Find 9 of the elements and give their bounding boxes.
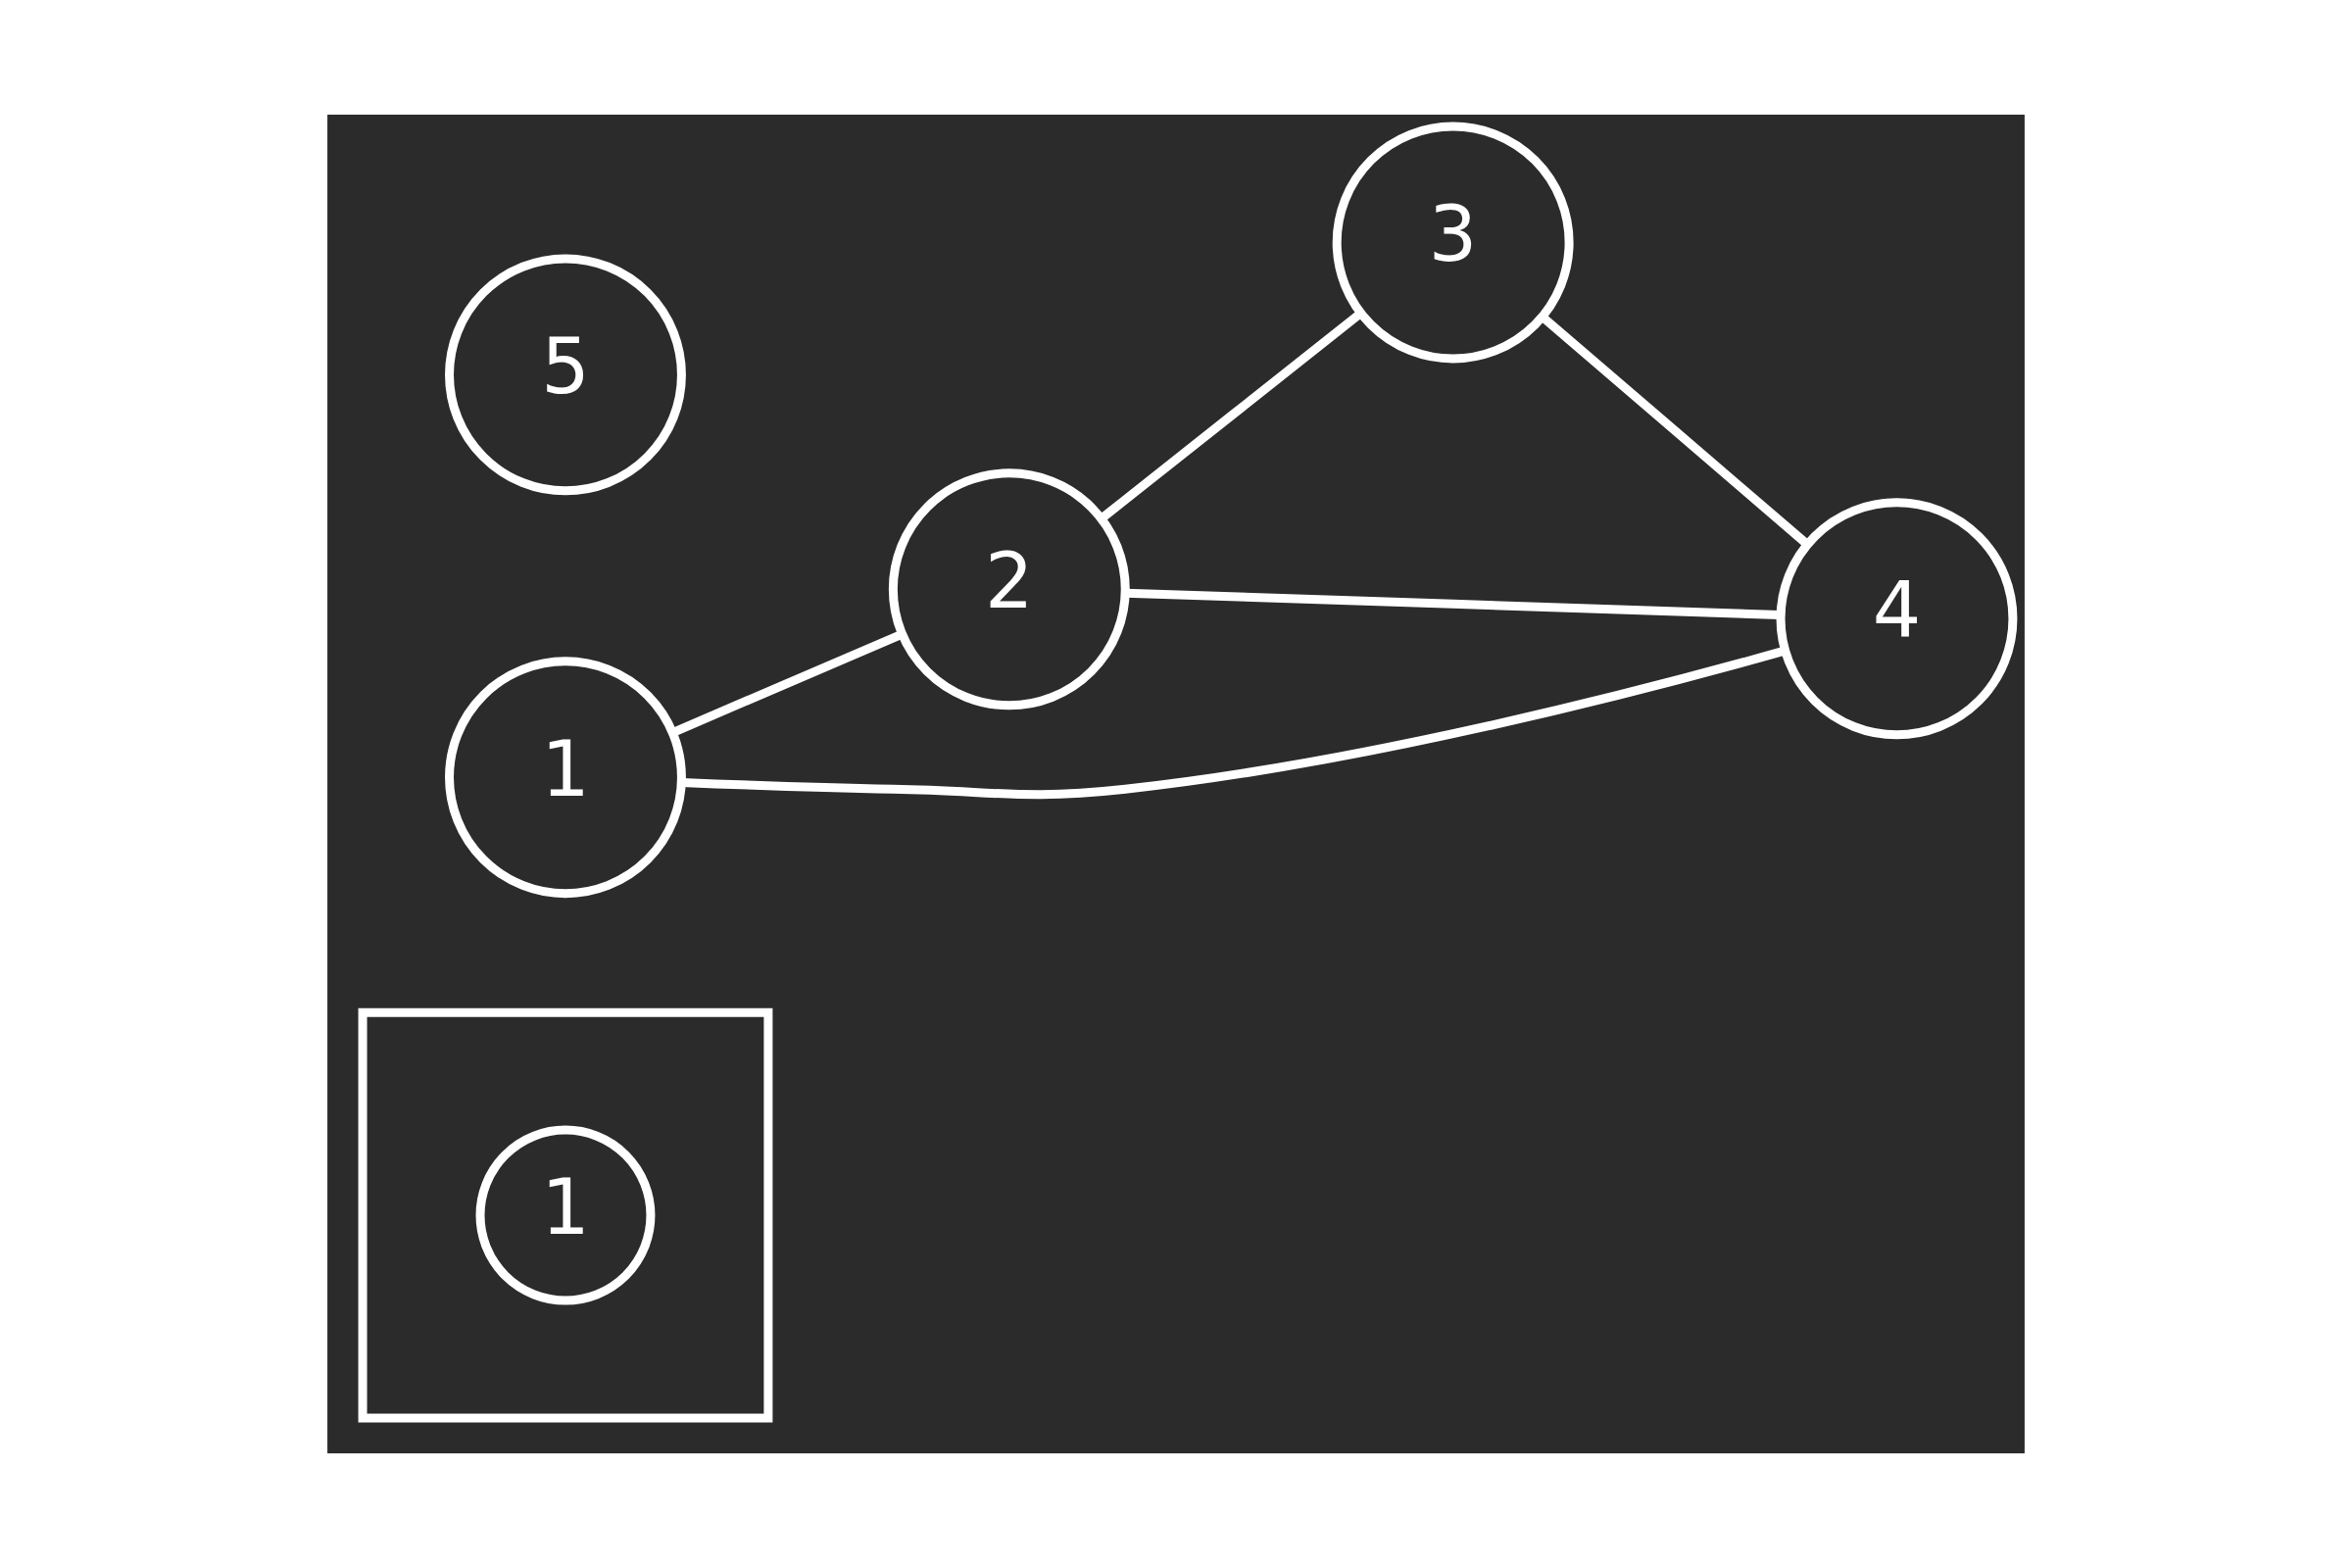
cluster [358, 1007, 773, 1423]
node-circle: 5 [445, 254, 686, 496]
node-circle: 1 [445, 657, 686, 899]
node-circle: 1 [475, 1125, 656, 1305]
node-circle: 4 [1776, 498, 2018, 740]
connector [671, 630, 904, 737]
node-circle: 3 [1332, 122, 1574, 364]
connector [1540, 313, 1810, 548]
node-circle: 2 [888, 468, 1130, 710]
